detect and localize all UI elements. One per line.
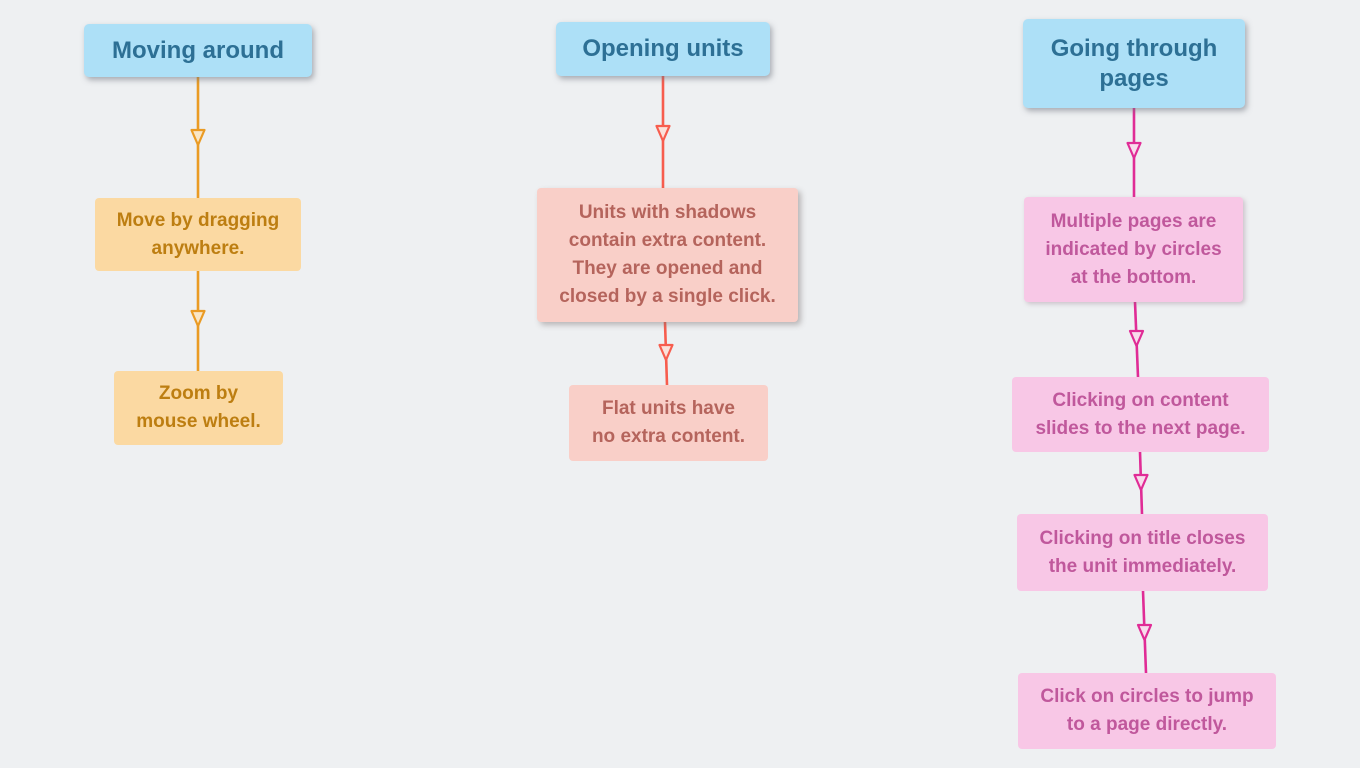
arrowhead-down-icon <box>1128 329 1145 348</box>
arrowhead-down-icon <box>1133 473 1149 492</box>
unit-node-clicking-on-content[interactable]: Clicking on content slides to the next p… <box>1012 377 1269 452</box>
arrowhead-down-icon <box>658 343 674 362</box>
arrowhead-down-icon <box>190 128 206 147</box>
unit-node-units-with-shadows[interactable]: Units with shadows contain extra content… <box>537 188 798 322</box>
unit-title-going-through-pages[interactable]: Going through pages <box>1023 19 1245 108</box>
arrowhead-down-icon <box>190 309 206 328</box>
unit-node-multiple-pages[interactable]: Multiple pages are indicated by circles … <box>1024 197 1243 302</box>
unit-node-move-by-dragging[interactable]: Move by dragging anywhere. <box>95 198 301 271</box>
unit-title-moving-around[interactable]: Moving around <box>84 24 312 77</box>
connector-group-going-through-pages <box>1126 108 1153 674</box>
connector-group-moving-around <box>190 77 206 371</box>
unit-node-flat-units[interactable]: Flat units have no extra content. <box>569 385 768 461</box>
arrowhead-down-icon <box>1136 623 1153 642</box>
unit-node-click-on-circles[interactable]: Click on circles to jump to a page direc… <box>1018 673 1276 749</box>
unit-node-clicking-on-title[interactable]: Clicking on title closes the unit immedi… <box>1017 514 1268 591</box>
unit-node-zoom-by-mouse-wheel[interactable]: Zoom by mouse wheel. <box>114 371 283 445</box>
arrowhead-down-icon <box>655 124 671 143</box>
unit-title-opening-units[interactable]: Opening units <box>556 22 770 76</box>
connector-group-opening-units <box>655 76 674 386</box>
arrowhead-down-icon <box>1126 141 1142 160</box>
